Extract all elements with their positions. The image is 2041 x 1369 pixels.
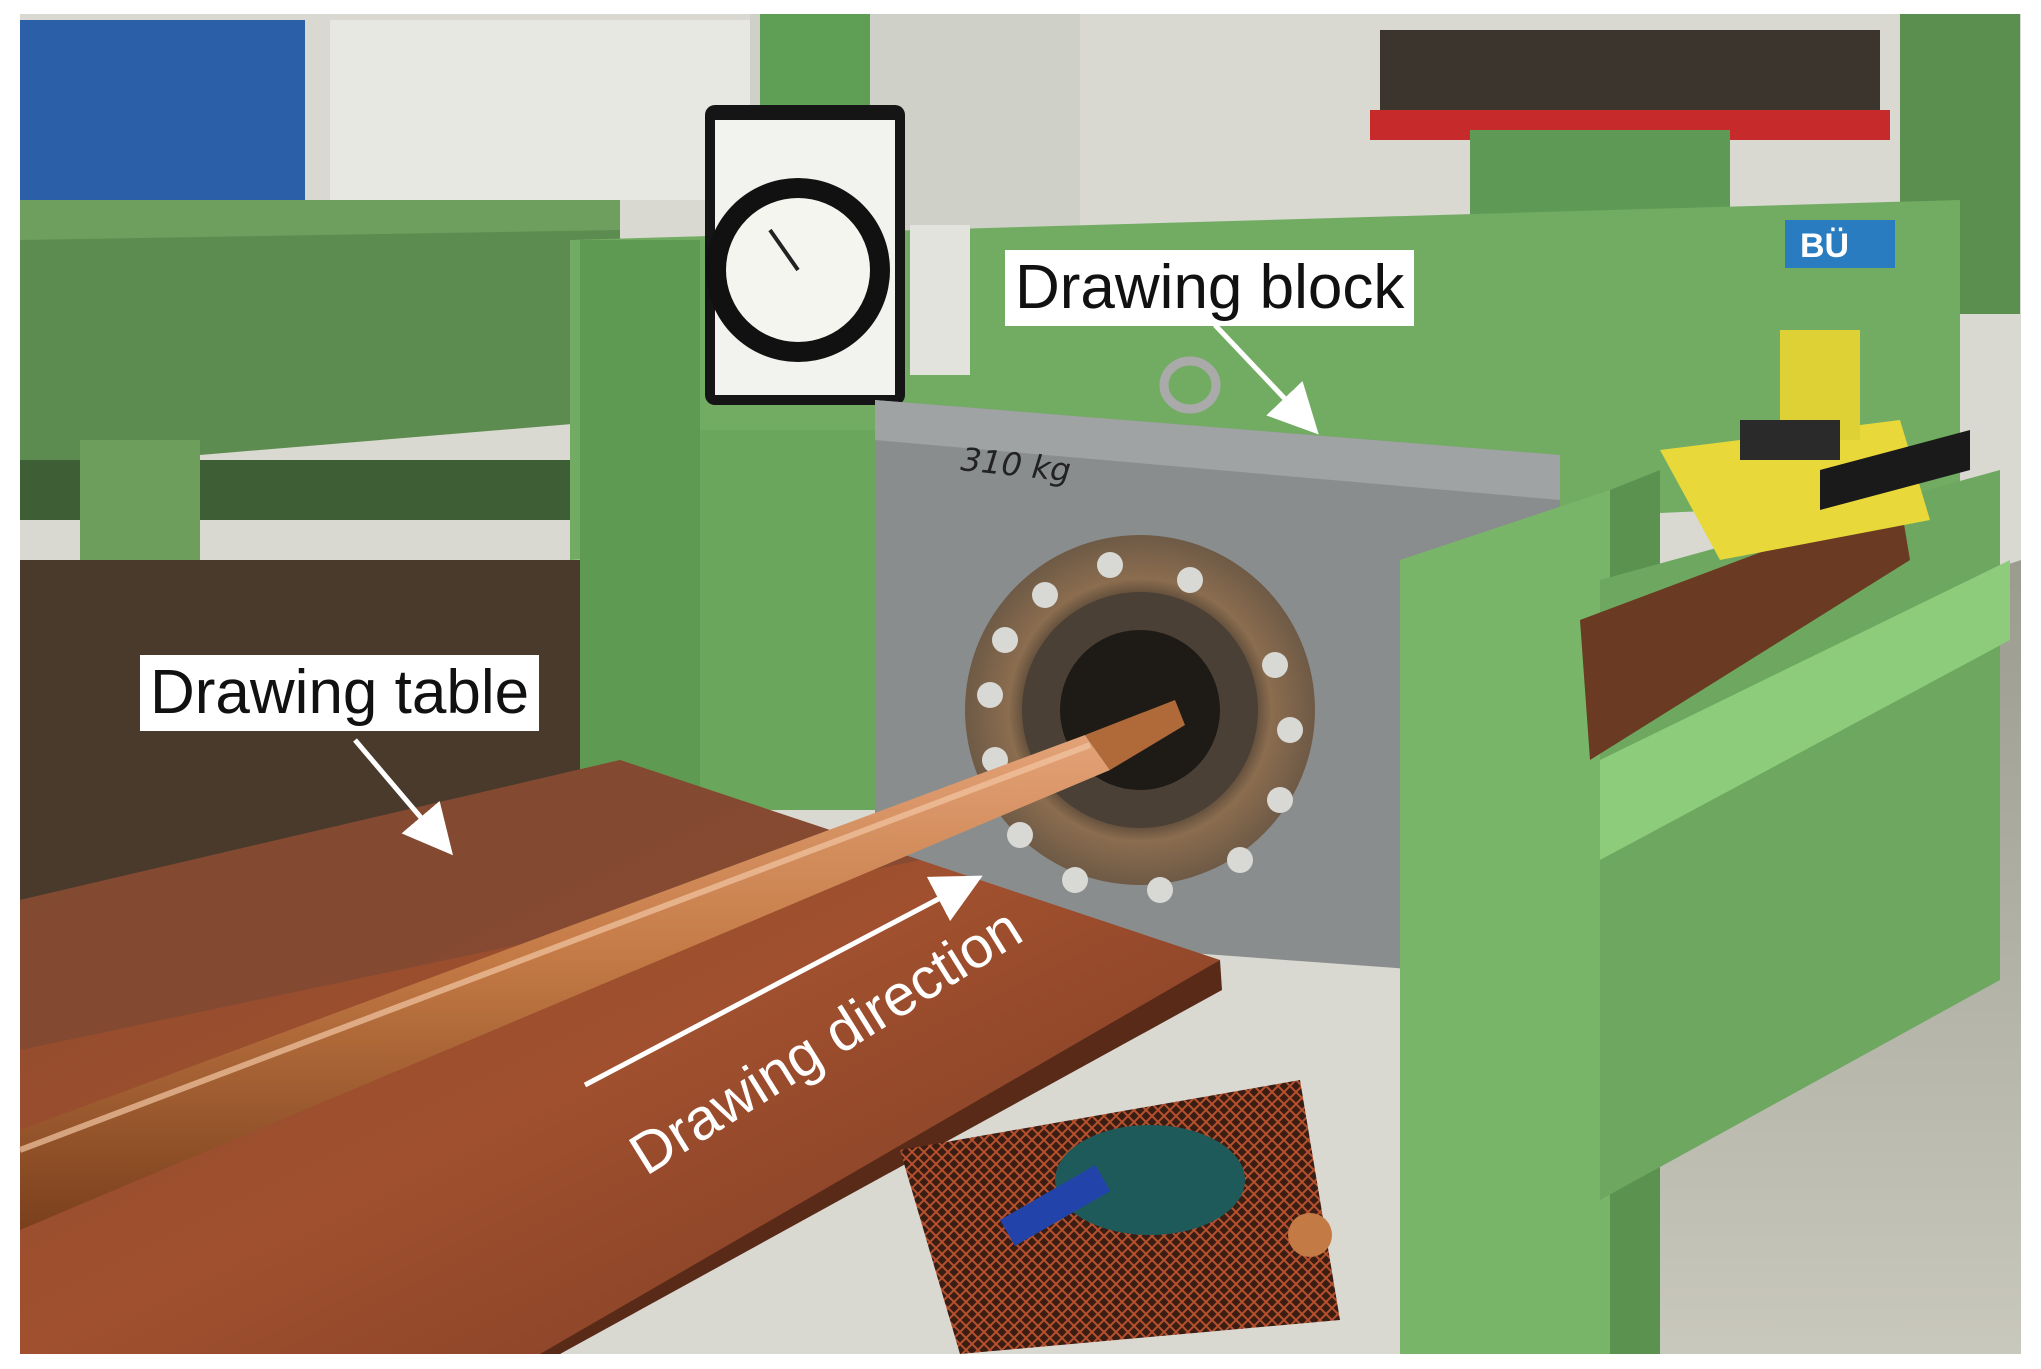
flange-bolts xyxy=(977,552,1303,903)
brush xyxy=(1000,1125,1245,1246)
brand-text: BÜ xyxy=(1800,227,1849,265)
yellow-drawing-carriage xyxy=(1660,330,1970,560)
right-side-frame xyxy=(1400,490,1610,1354)
drawing-table-arrow xyxy=(353,738,453,856)
drawing-block-label: Drawing block xyxy=(1005,250,1415,326)
copper-tube xyxy=(18,700,1185,1230)
brand-plate xyxy=(1785,220,1895,268)
drawing-direction-arrow xyxy=(583,875,983,1088)
drawing-block-arrow xyxy=(1213,323,1319,435)
copper-disc xyxy=(1288,1213,1332,1257)
rear-track xyxy=(1580,500,1910,760)
drawing-table-label: Drawing table xyxy=(140,655,540,731)
blue-cabinet xyxy=(20,20,305,220)
